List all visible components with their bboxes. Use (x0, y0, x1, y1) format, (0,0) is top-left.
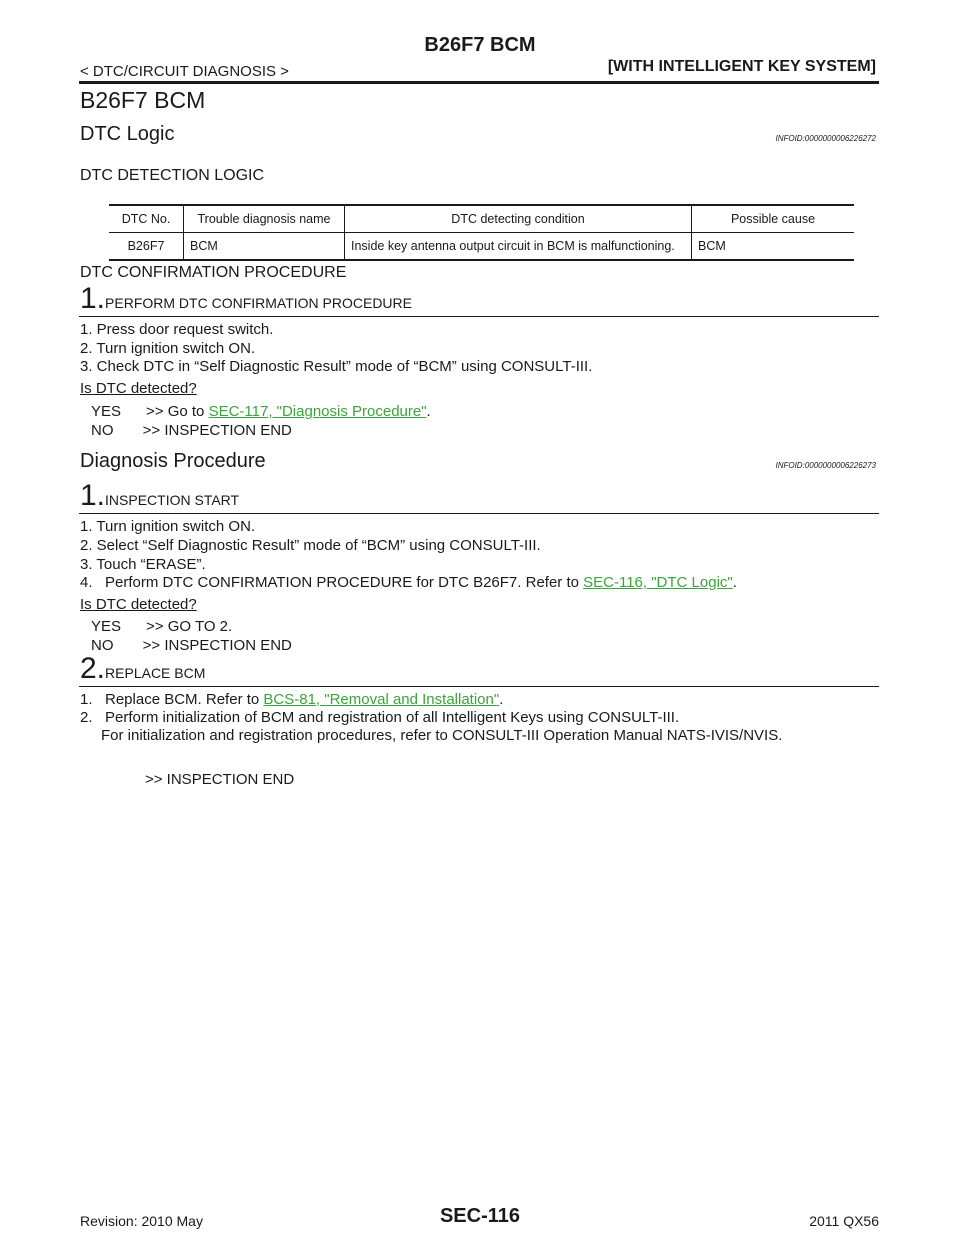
step-label: INSPECTION START (105, 492, 240, 508)
confirm-step-1-heading: 1.PERFORM DTC CONFIRMATION PROCEDURE (80, 284, 412, 314)
link-dtc-logic[interactable]: SEC-116, "DTC Logic" (583, 574, 733, 591)
inspection-end: >> INSPECTION END (145, 771, 295, 788)
table-cell-dtc-no: B26F7 (109, 232, 184, 261)
table-row: B26F7 BCM Inside key antenna output circ… (109, 232, 854, 261)
list-item: 3. Check DTC in “Self Diagnostic Result”… (80, 358, 593, 375)
footer-model: 2011 QX56 (809, 1213, 879, 1229)
header-title: B26F7 BCM (424, 34, 536, 56)
answer-yes: YES >> Go to SEC-117, "Diagnosis Procedu… (91, 403, 431, 420)
question-label: Is DTC detected? (80, 380, 197, 397)
punctuation: . (732, 574, 737, 591)
table-header-possible-cause: Possible cause (691, 204, 854, 233)
section-label: [WITH INTELLIGENT KEY SYSTEM] (607, 58, 876, 75)
list-item: 2. Perform initialization of BCM and reg… (80, 709, 680, 726)
table-header-dtc-no: DTC No. (109, 204, 184, 233)
dtc-logic-heading: DTC Logic (80, 123, 175, 145)
list-item-text: 1. Replace BCM. Refer to (80, 691, 264, 708)
answer-no: NO >> INSPECTION END (91, 637, 292, 654)
table-header-trouble-name: Trouble diagnosis name (183, 204, 345, 233)
table-cell-condition: Inside key antenna output circuit in BCM… (344, 232, 692, 261)
confirmation-heading: DTC CONFIRMATION PROCEDURE (80, 264, 347, 281)
footer-page-number: SEC-116 (439, 1205, 521, 1227)
list-item: 2. Turn ignition switch ON. (80, 340, 256, 357)
diagnosis-heading: Diagnosis Procedure (80, 450, 266, 472)
answer-no: NO >> INSPECTION END (91, 422, 292, 439)
dtc-table: DTC No. Trouble diagnosis name DTC detec… (109, 204, 854, 261)
link-diagnosis-procedure[interactable]: SEC-117, "Diagnosis Procedure" (208, 403, 427, 420)
step-number: 1. (80, 282, 106, 315)
table-header-row: DTC No. Trouble diagnosis name DTC detec… (109, 204, 854, 233)
breadcrumb: < DTC/CIRCUIT DIAGNOSIS > (80, 63, 289, 80)
table-header-condition: DTC detecting condition (344, 204, 692, 233)
list-item: 1. Press door request switch. (80, 321, 274, 338)
list-item: 3. Touch “ERASE”. (80, 556, 206, 573)
list-item-sub: For initialization and registration proc… (101, 727, 783, 744)
header-divider (79, 81, 879, 84)
dtc-logic-infoid: INFOID:0000000006226272 (775, 134, 876, 143)
table-cell-possible-cause: BCM (691, 232, 854, 261)
step-divider (79, 686, 879, 687)
punctuation: . (499, 691, 504, 708)
table-cell-trouble-name: BCM (183, 232, 345, 261)
diag-step-1-heading: 1.INSPECTION START (80, 481, 239, 511)
step-divider (79, 513, 879, 514)
answer-yes: YES >> GO TO 2. (91, 618, 233, 635)
link-removal-installation[interactable]: BCS-81, "Removal and Installation" (263, 691, 500, 708)
punctuation: . (426, 403, 431, 420)
answer-yes-text: YES >> Go to (91, 403, 209, 420)
question-label: Is DTC detected? (80, 596, 197, 613)
footer-revision: Revision: 2010 May (80, 1213, 203, 1229)
diagnosis-infoid: INFOID:0000000006226273 (775, 461, 876, 470)
step-number: 1. (80, 479, 106, 512)
step-label: REPLACE BCM (105, 665, 206, 681)
diag-step-2-heading: 2.REPLACE BCM (80, 654, 205, 684)
list-item: 1. Replace BCM. Refer to BCS-81, "Remova… (80, 691, 503, 708)
step-number: 2. (80, 652, 106, 685)
page-title: B26F7 BCM (80, 87, 206, 113)
list-item: 1. Turn ignition switch ON. (80, 518, 256, 535)
list-item-text: 4. Perform DTC CONFIRMATION PROCEDURE fo… (80, 574, 584, 591)
list-item: 2. Select “Self Diagnostic Result” mode … (80, 537, 541, 554)
detection-logic-heading: DTC DETECTION LOGIC (80, 167, 265, 184)
step-label: PERFORM DTC CONFIRMATION PROCEDURE (105, 295, 412, 311)
list-item: 4. Perform DTC CONFIRMATION PROCEDURE fo… (80, 574, 737, 591)
step-divider (79, 316, 879, 317)
